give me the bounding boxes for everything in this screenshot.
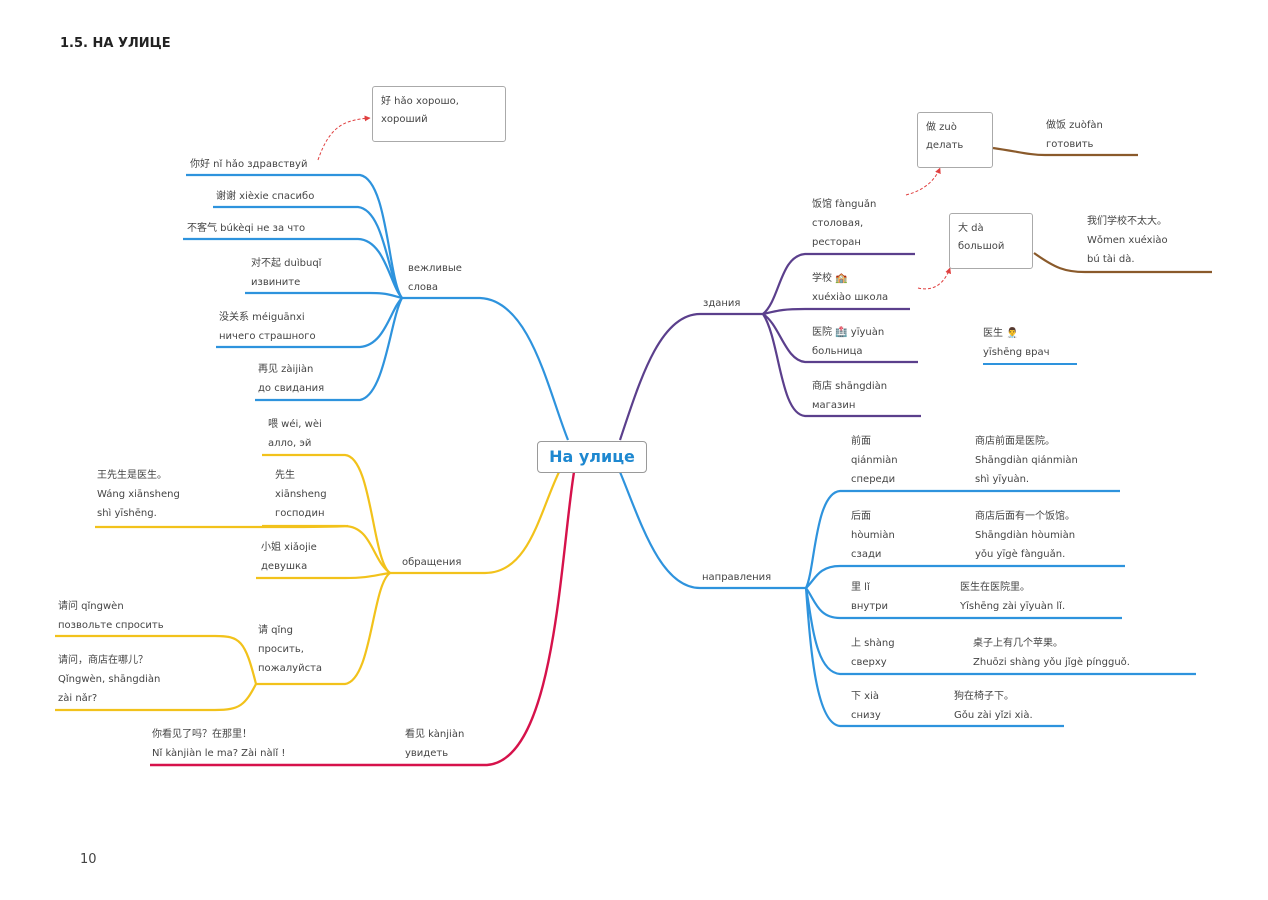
polite-item: 谢谢 xièxie спасибо — [216, 191, 315, 202]
direction-example: 医生在医院里。 Yīshēng zài yīyuàn lǐ. — [960, 582, 1066, 612]
building-example: 做饭 zuòfàn готовить — [1046, 120, 1103, 150]
address-item: 先生 xiānsheng господин — [275, 470, 327, 519]
note-arrows — [317, 115, 952, 290]
page-number: 10 — [80, 852, 97, 867]
polite-branch-lines — [183, 173, 570, 441]
direction-example: 商店前面是医院。 Shāngdiàn qiánmiàn shì yīyuàn. — [975, 436, 1078, 485]
see-branch-lines — [150, 471, 576, 767]
direction-item: 下 xià снизу — [851, 691, 881, 721]
polite-item: 对不起 duìbuqǐ извините — [251, 258, 322, 288]
direction-example: 桌子上有几个苹果。 Zhuōzi shàng yǒu jǐgè píngguǒ. — [973, 638, 1130, 668]
building-note: 大 dà большой — [949, 213, 1033, 269]
building-item: 商店 shāngdiàn магазин — [812, 381, 888, 411]
polite-note: 好 hǎo хорошо, хороший — [372, 86, 506, 142]
section-heading: 1.5. НА УЛИЦЕ — [60, 36, 171, 51]
central-topic: На улице — [537, 441, 647, 473]
direction-item: 后面 hòumiàn сзади — [851, 511, 895, 560]
building-item: 学校 🏫 xuéxiào школа — [812, 273, 889, 303]
direction-example: 商店后面有一个饭馆。 Shāngdiàn hòumiàn yǒu yīgè fà… — [975, 511, 1076, 560]
polite-item: 你好 nǐ hǎo здравствуй — [190, 159, 308, 170]
address-branch-lines — [55, 453, 561, 712]
direction-item: 里 lǐ внутри — [851, 582, 889, 612]
see-example: 你看见了吗？在那里！ Nǐ kànjiàn le ma? Zài nàlǐ ! — [152, 729, 286, 759]
branch-address: обращения — [402, 557, 462, 568]
direction-example: 狗在椅子下。 Gǒu zài yǐzi xià. — [954, 691, 1033, 721]
note-example-lines — [992, 146, 1212, 274]
direction-item: 上 shàng сверху — [851, 638, 895, 668]
building-example: 我们学校不太大。 Wǒmen xuéxiào bú tài dà. — [1087, 216, 1168, 265]
building-example: 医生 👨‍⚕️ yīshēng врач — [983, 328, 1050, 358]
address-example: 王先生是医生。 Wáng xiānsheng shì yīshēng. — [97, 470, 180, 519]
branch-see: 看见 kànjiàn увидеть — [405, 729, 465, 759]
branch-polite-words: вежливые слова — [408, 263, 462, 293]
branch-buildings: здания — [703, 298, 741, 309]
address-example: 请问，商店在哪儿？ Qǐngwèn, shāngdiàn zài nǎr? — [58, 655, 161, 704]
building-item: 医院 🏥 yīyuàn больница — [812, 327, 885, 357]
buildings-branch-lines — [618, 252, 921, 441]
polite-item: 再见 zàijiàn до свидания — [258, 364, 325, 394]
building-note: 做 zuò делать — [917, 112, 993, 168]
building-item: 饭馆 fànguǎn столовая, ресторан — [812, 199, 877, 248]
branch-directions: направления — [702, 572, 772, 583]
address-item: 请 qǐng просить, пожалуйста — [258, 625, 323, 674]
address-item: 小姐 xiǎojie девушка — [261, 542, 317, 572]
polite-item: 没关系 méiguānxi ничего страшного — [219, 312, 316, 342]
address-item: 喂 wéi, wèi алло, эй — [268, 419, 322, 449]
direction-item: 前面 qiánmiàn спереди — [851, 436, 898, 485]
directions-branch-lines — [618, 471, 1196, 728]
polite-item: 不客气 búkèqi не за что — [187, 223, 306, 234]
address-example: 请问 qǐngwèn позвольте спросить — [58, 601, 164, 631]
